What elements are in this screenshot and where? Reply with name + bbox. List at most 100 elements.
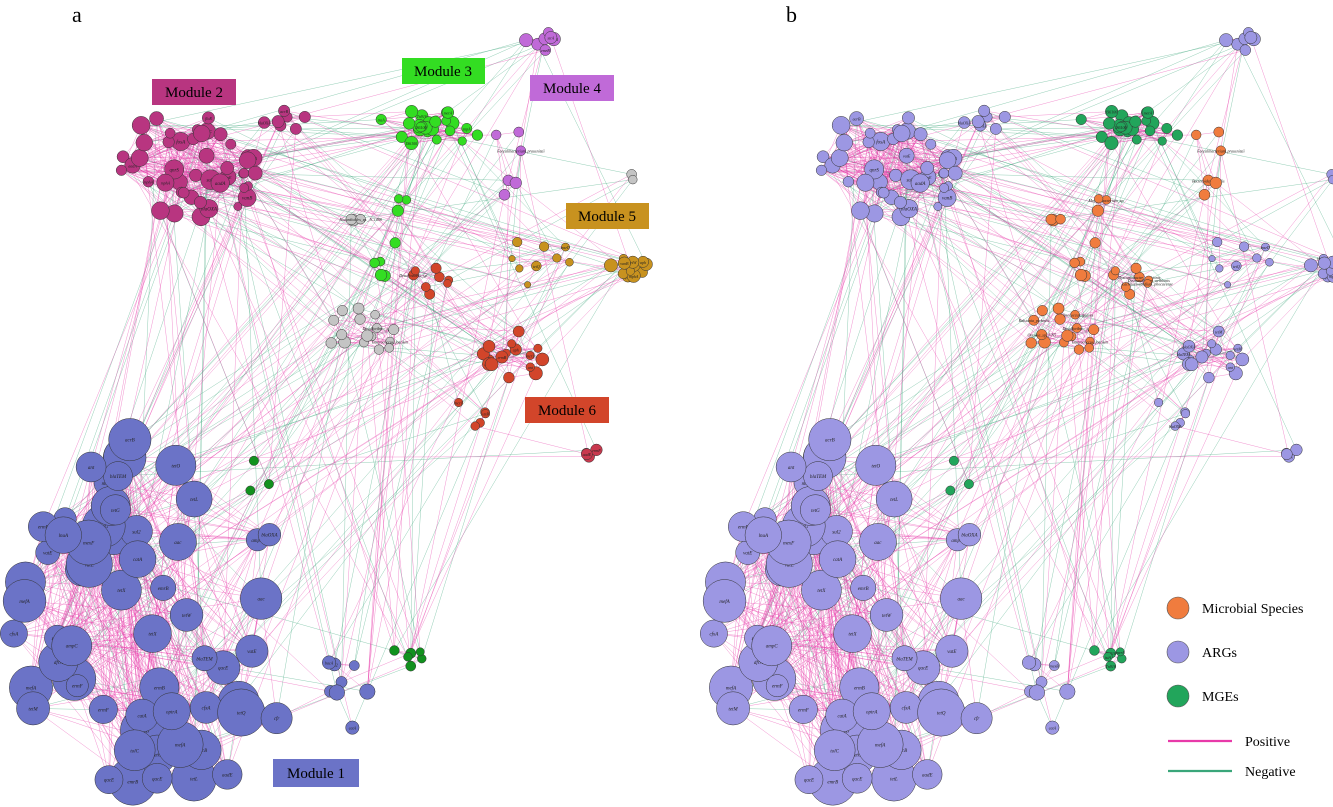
network-node [471,129,483,141]
negative-edge [1028,262,1270,663]
positive-edge [124,456,589,458]
negative-edge [908,208,1191,360]
positive-edge [180,141,248,198]
node-label: blaTEM [110,475,127,480]
node-label: aac [874,541,882,546]
node-label: mcr1 [526,353,534,358]
node-label: ampC [766,645,779,650]
negative-edge [875,121,1136,466]
positive-edge [179,181,476,427]
node-label: blaTEM [196,657,213,662]
positive-edge [137,197,248,560]
node-label: emrB [827,780,838,785]
node-label: ampC [951,539,964,544]
network-node [1129,115,1142,128]
network-node [1025,337,1037,349]
network-node [495,350,509,364]
node-label: tetG [153,753,162,758]
network-node [1084,343,1094,353]
positive-edge [180,141,531,368]
positive-edge [1147,283,1219,332]
positive-edge [908,208,1112,654]
network-node [142,176,154,188]
network-node [1184,357,1199,372]
node-label: mexB [1050,664,1059,669]
network-node [348,660,360,671]
positive-edge [908,117,949,158]
node-label: blaOXA [201,208,218,213]
node-label: vatE [85,563,94,568]
node-label: aac [174,541,182,546]
network-node [1252,253,1262,263]
network-node [1089,645,1100,656]
negative-edge [331,39,529,344]
network-node [371,323,382,333]
node-label: emrB [158,587,169,592]
positive-edge [117,126,423,477]
negative-edge [462,140,566,248]
network-node [415,647,425,657]
network-node [765,674,789,698]
node-label: aadA [215,182,227,187]
network-node [833,614,872,653]
negative-edge [1071,267,1333,337]
module-6-box [525,397,609,423]
network-node [515,145,527,156]
network-node [1130,262,1142,274]
positive-edge [175,271,643,466]
network-node [800,494,831,526]
network-node [235,634,269,668]
network-node [1141,106,1155,119]
positive-edge [1097,210,1218,243]
positive-edge [1212,258,1270,263]
network-node [1281,448,1293,460]
negative-edge [511,246,545,259]
positive-edge [984,110,1333,259]
positive-edge [376,327,411,667]
network-node [1091,204,1104,217]
network-node [498,188,511,201]
negative-edge [907,39,1227,132]
positive-edge [197,129,210,209]
positive-edge [342,130,451,311]
positive-edge [893,498,953,652]
network-node [1115,647,1125,657]
positive-edge [195,175,330,663]
network-node [1224,281,1232,289]
node-label: ermB [854,686,865,691]
network-node [920,161,934,175]
positive-edge [393,329,486,413]
node-label: Faecalibacterium_prausnitzii [496,149,545,154]
positive-edge [897,129,910,209]
network-node [441,106,455,119]
positive-edge [836,320,1034,532]
network-node [978,104,991,117]
network-node [948,455,959,466]
node-label: blaOXA [958,121,971,126]
positive-edge [550,37,634,276]
network-node [971,115,985,128]
positive-edge [879,181,1176,427]
network-node [878,186,890,199]
network-node [480,409,491,419]
network-node [891,645,918,672]
network-node [1215,264,1224,273]
node-label: tetL [890,498,898,503]
positive-edge [220,134,490,365]
negative-edge [946,128,997,198]
network-node [1261,242,1270,252]
positive-edge [1033,320,1080,350]
node-label: ant [528,365,534,370]
negative-edge [900,126,1121,203]
network-node [702,579,747,623]
node-label: mphA [629,274,639,279]
positive-edge [1206,180,1209,354]
network-node [859,523,897,561]
node-label: IS6100 [1114,125,1126,130]
network-node [298,111,311,123]
network-node [1198,188,1211,201]
node-label: acrB [853,117,861,122]
network-node [552,253,562,263]
positive-edge [341,653,411,683]
negative-edge [250,131,519,491]
